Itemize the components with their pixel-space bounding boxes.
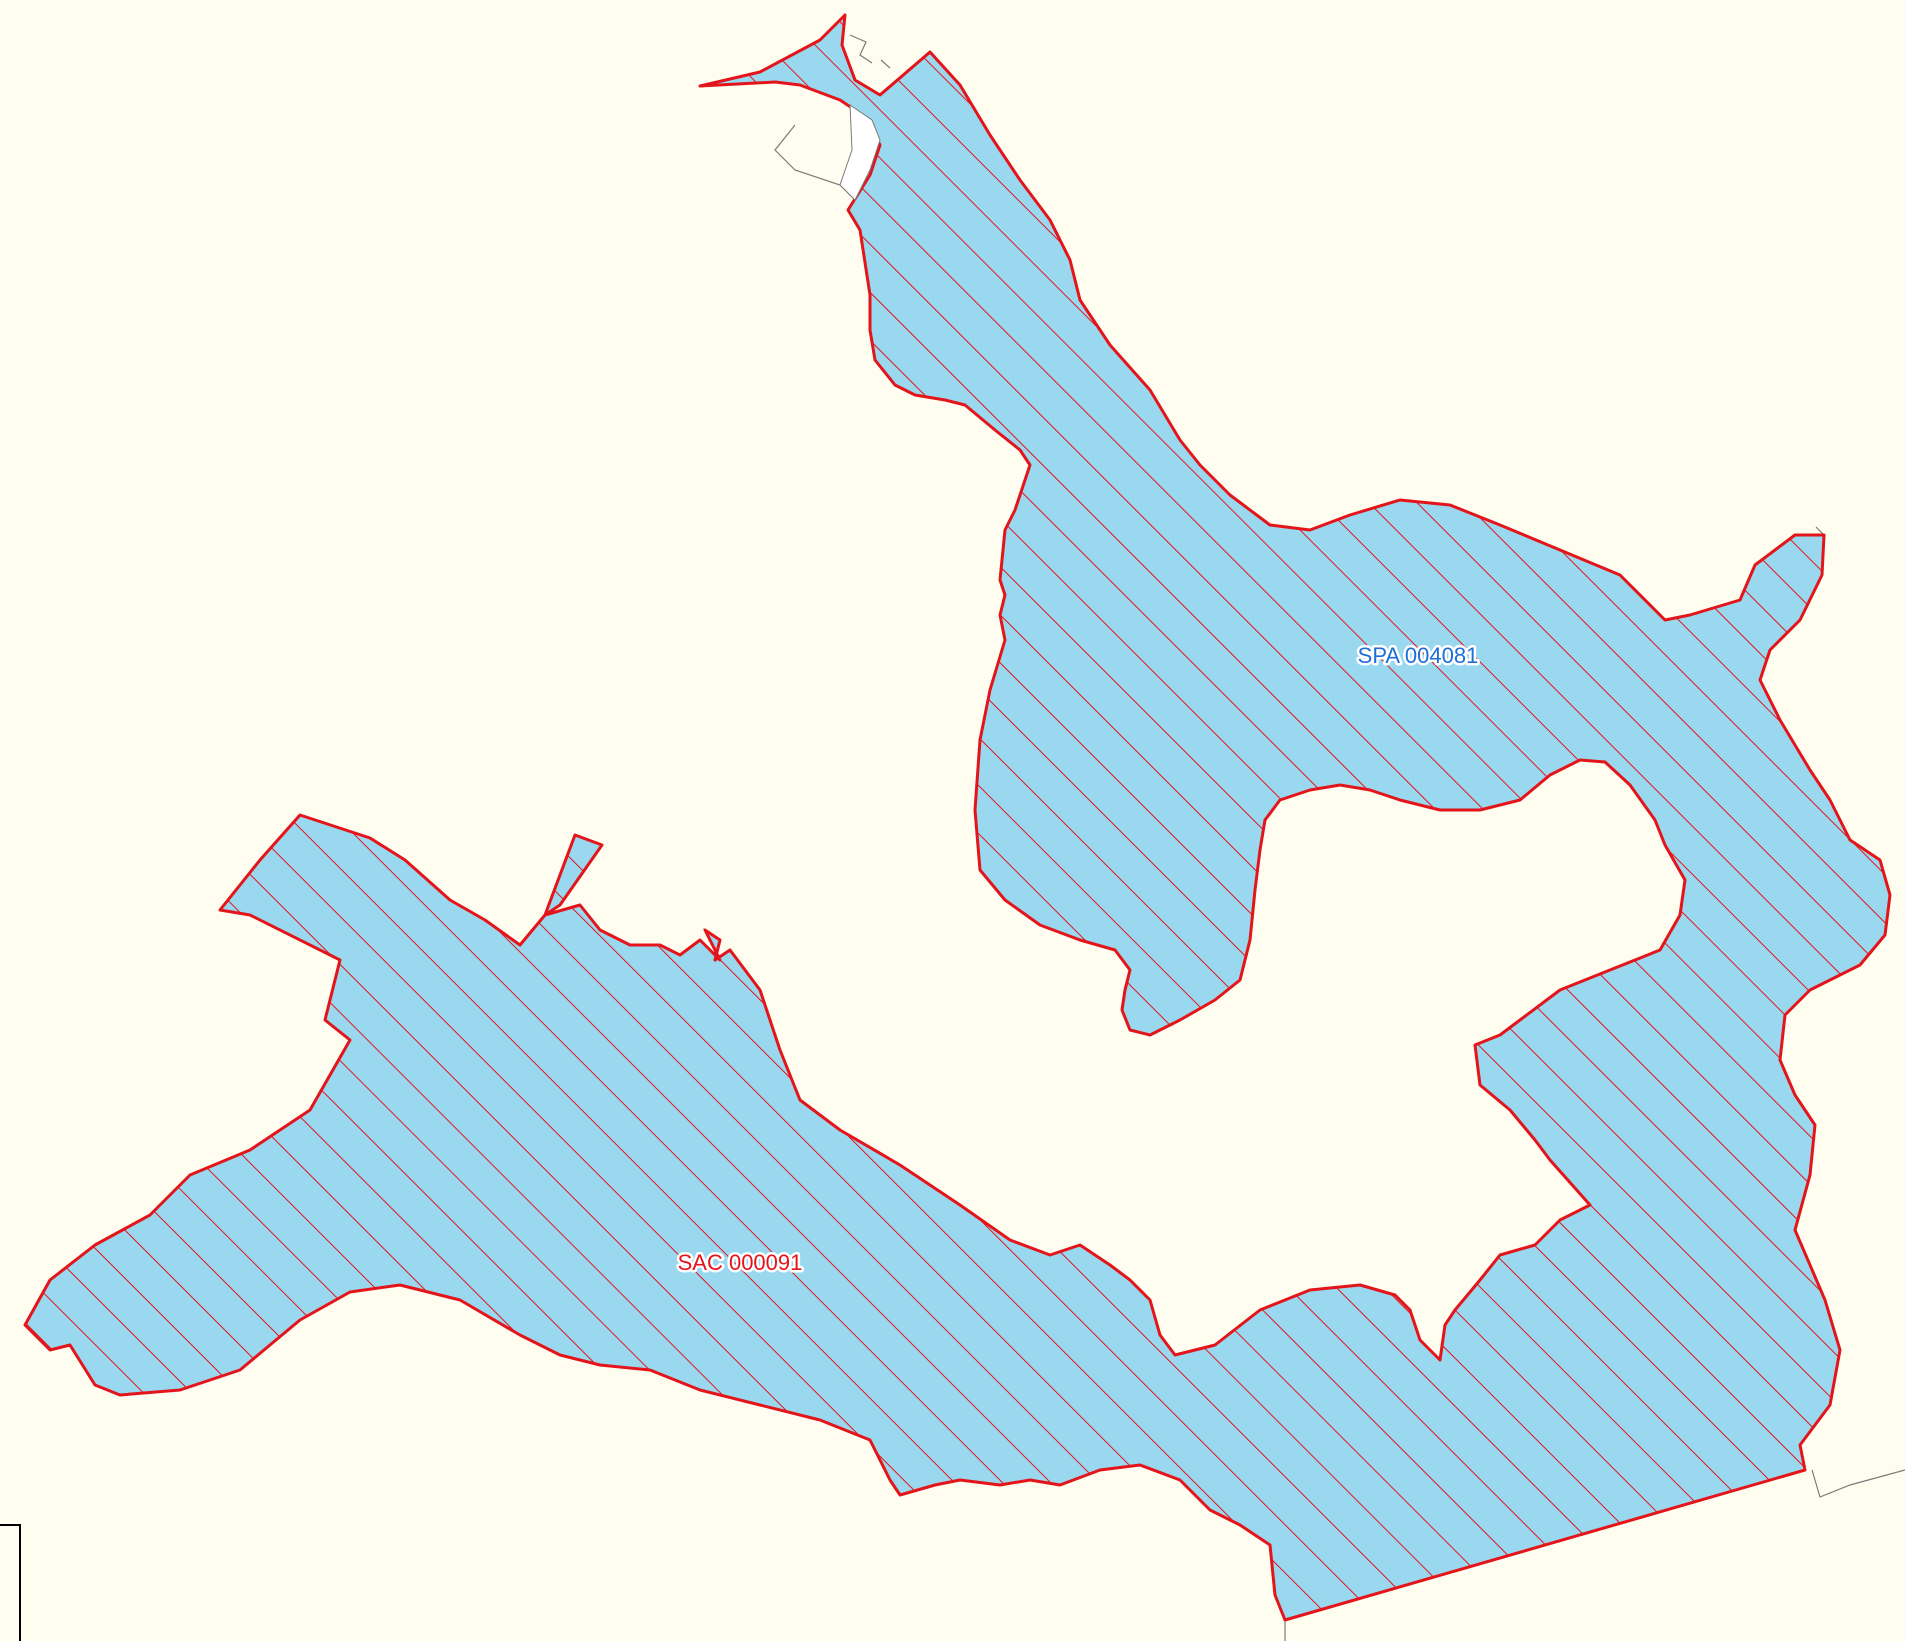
sac-label: SAC 000091 <box>678 1250 803 1275</box>
frame-corner <box>0 1524 21 1641</box>
protected-area-boundary <box>23 13 1892 1622</box>
inlet-gap <box>839 104 881 201</box>
spa-label: SPA 004081 <box>1358 643 1479 668</box>
protected-area-hatch <box>25 15 1890 1620</box>
